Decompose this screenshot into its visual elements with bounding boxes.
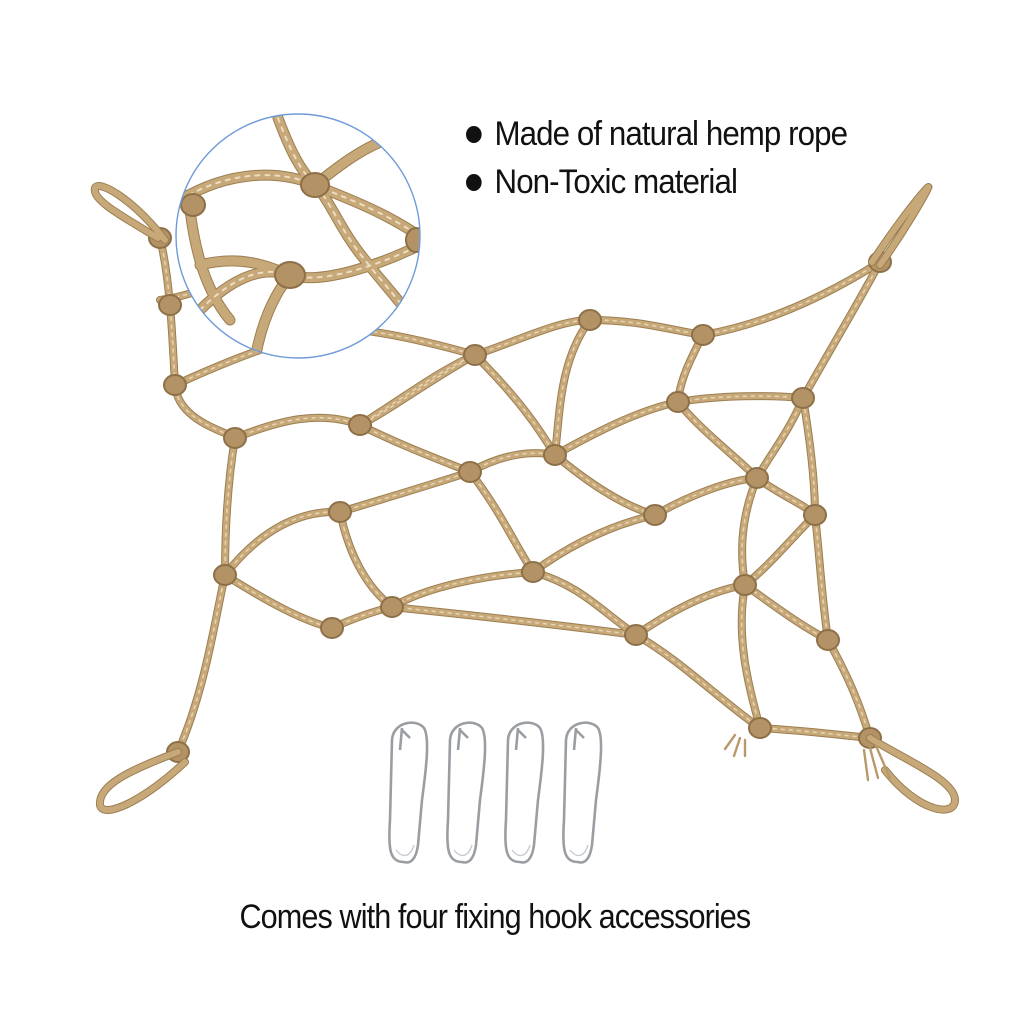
rope-knot [380, 596, 404, 618]
rope-knot [223, 427, 247, 449]
fixing-hooks [388, 721, 603, 864]
rope-knot [643, 504, 667, 526]
rope-knot [543, 444, 567, 466]
rope-knot [328, 501, 352, 523]
bullet-icon [466, 173, 482, 191]
rope-knot [163, 374, 187, 396]
feature-label: Non-Toxic material [494, 162, 738, 201]
rope-knot [213, 564, 237, 586]
rope-knot [521, 561, 545, 583]
rope-knot [803, 504, 827, 526]
rope-knot [458, 461, 482, 483]
corner-loops [90, 182, 960, 814]
rope-knot [748, 717, 772, 739]
rope-knot [578, 309, 602, 331]
rope-knot [320, 617, 344, 639]
hook-caption: Comes with four fixing hook accessories [239, 898, 751, 936]
feature-natural-hemp: Made of natural hemp rope [466, 110, 849, 158]
rope-knot [348, 414, 372, 436]
feature-label: Made of natural hemp rope [494, 114, 849, 153]
hook-icon [504, 721, 545, 864]
rope-strand [359, 354, 476, 426]
feature-non-toxic: Non-Toxic material [466, 158, 847, 206]
rope-strand [221, 571, 764, 732]
hook-icon [562, 721, 603, 864]
feature-list: Made of natural hemp rope Non-Toxic mate… [466, 110, 880, 206]
rope-strand [159, 237, 236, 753]
rope-knot [816, 629, 840, 651]
rope-knot [158, 294, 182, 316]
rope-knot [666, 391, 690, 413]
bullet-icon [466, 125, 482, 143]
rope-knot [691, 324, 715, 346]
rope-strand [222, 469, 658, 578]
rope-knot [733, 574, 757, 596]
hook-icon [388, 721, 429, 864]
rope-knot [791, 387, 815, 409]
rope-strand [234, 354, 804, 456]
hook-icon [446, 721, 487, 864]
zoom-detail-circle [175, 113, 421, 359]
rope-knot [624, 624, 648, 646]
rope-knot [745, 467, 769, 489]
rope-knot [463, 344, 487, 366]
rope-strand [222, 572, 763, 731]
rope-strand [554, 319, 591, 456]
rope-strand [224, 574, 761, 729]
